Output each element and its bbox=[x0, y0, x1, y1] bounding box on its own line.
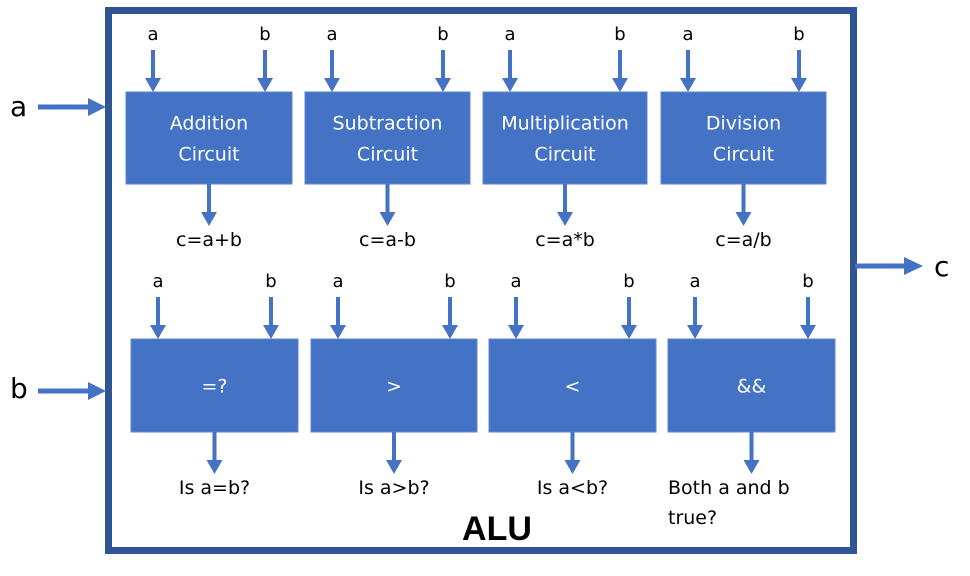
unit-less-box bbox=[488, 338, 657, 433]
unit-division-input-a-arrow-head bbox=[680, 78, 696, 92]
unit-greater-input-b-label: b bbox=[444, 271, 455, 292]
unit-addition-input-b-label: b bbox=[259, 24, 270, 45]
unit-subtraction-input-a-arrow-head bbox=[324, 78, 340, 92]
unit-division-box-label: Division bbox=[706, 113, 781, 135]
unit-less-input-a-label: a bbox=[510, 271, 521, 292]
unit-subtraction-output-label: c=a-b bbox=[359, 229, 416, 251]
unit-addition-box bbox=[125, 91, 293, 185]
external-output-c-arrow-head bbox=[904, 257, 923, 275]
unit-and-box-label: && bbox=[737, 376, 767, 398]
external-output-c-label: c bbox=[934, 250, 949, 283]
unit-greater-output-label: Is a>b? bbox=[358, 477, 429, 499]
unit-addition-input-a-label: a bbox=[147, 24, 158, 45]
unit-subtraction-box bbox=[304, 91, 471, 185]
unit-less: a b < Is a<b? bbox=[488, 271, 657, 499]
unit-equal-input-a-arrow-head bbox=[150, 325, 166, 339]
unit-equal-output-arrow-head bbox=[206, 460, 223, 474]
unit-and-input-b-arrow-head bbox=[800, 325, 816, 339]
unit-addition-input-a-arrow-head bbox=[145, 78, 161, 92]
unit-and-input-a-label: a bbox=[689, 271, 700, 292]
external-input-a: a bbox=[10, 90, 106, 123]
unit-equal-input-b-arrow-head bbox=[263, 325, 279, 339]
unit-subtraction-input-a-label: a bbox=[326, 24, 337, 45]
unit-multiplication-box-label: Multiplication bbox=[501, 113, 629, 135]
unit-division-input-a-label: a bbox=[682, 24, 693, 45]
unit-and-box bbox=[667, 338, 836, 433]
unit-greater: a b > Is a>b? bbox=[310, 271, 478, 499]
unit-subtraction-output-arrow-head bbox=[379, 212, 396, 226]
unit-multiplication-input-b-arrow-head bbox=[612, 78, 628, 92]
unit-subtraction-box-label: Subtraction bbox=[333, 113, 443, 135]
unit-equal-box bbox=[130, 338, 299, 433]
unit-multiplication-input-a-label: a bbox=[504, 24, 515, 45]
unit-equal-output-label: Is a=b? bbox=[179, 477, 250, 499]
external-output-c: c bbox=[855, 250, 949, 283]
unit-equal-input-b-label: b bbox=[265, 271, 276, 292]
alu-border bbox=[105, 7, 857, 554]
unit-and-output-label: true? bbox=[668, 507, 717, 529]
unit-division-box bbox=[660, 91, 827, 185]
unit-addition-input-b-arrow-head bbox=[257, 78, 273, 92]
external-input-b-label: b bbox=[10, 372, 28, 405]
unit-and-input-a-arrow-head bbox=[687, 325, 703, 339]
unit-multiplication-input-b-label: b bbox=[614, 24, 625, 45]
unit-multiplication-output-arrow-head bbox=[557, 212, 573, 226]
unit-addition-box-label: Addition bbox=[170, 113, 248, 135]
unit-equal: a b =? Is a=b? bbox=[130, 271, 299, 499]
unit-greater-input-a-arrow-head bbox=[330, 325, 346, 339]
unit-addition-box-label: Circuit bbox=[178, 144, 239, 166]
unit-greater-input-a-label: a bbox=[332, 271, 343, 292]
unit-division-output-label: c=a/b bbox=[715, 229, 771, 251]
unit-multiplication-output-label: c=a*b bbox=[535, 229, 595, 251]
unit-greater-input-b-arrow-head bbox=[442, 325, 458, 339]
unit-multiplication-box-label: Circuit bbox=[534, 144, 595, 166]
external-input-b-arrow-head bbox=[88, 382, 106, 400]
unit-greater-box-label: > bbox=[386, 376, 402, 398]
unit-division-input-b-arrow-head bbox=[791, 78, 807, 92]
unit-less-input-a-arrow-head bbox=[508, 325, 524, 339]
unit-division-input-b-label: b bbox=[793, 24, 804, 45]
unit-equal-box-label: =? bbox=[201, 376, 227, 398]
unit-multiplication-box bbox=[482, 91, 648, 185]
unit-subtraction-input-b-arrow-head bbox=[435, 78, 451, 92]
external-input-a-arrow-head bbox=[88, 98, 106, 116]
unit-less-input-b-arrow-head bbox=[621, 325, 637, 339]
unit-and-output-label: Both a and b bbox=[668, 477, 790, 499]
unit-subtraction-input-b-label: b bbox=[437, 24, 448, 45]
unit-and: a b && Both a and b true? bbox=[667, 271, 836, 529]
external-input-b: b bbox=[10, 372, 106, 405]
unit-less-output-label: Is a<b? bbox=[537, 477, 608, 499]
unit-and-input-b-label: b bbox=[802, 271, 813, 292]
unit-division-box-label: Circuit bbox=[713, 144, 774, 166]
unit-addition-output-label: c=a+b bbox=[176, 229, 242, 251]
unit-equal-input-a-label: a bbox=[152, 271, 163, 292]
unit-and-output-arrow-head bbox=[743, 460, 760, 474]
unit-addition-output-arrow-head bbox=[201, 212, 217, 226]
unit-division-output-arrow-head bbox=[735, 212, 752, 226]
unit-less-input-b-label: b bbox=[623, 271, 634, 292]
unit-greater-box bbox=[310, 338, 478, 433]
unit-less-output-arrow-head bbox=[564, 460, 581, 474]
unit-less-box-label: < bbox=[565, 376, 581, 398]
unit-subtraction-box-label: Circuit bbox=[357, 144, 418, 166]
external-input-a-label: a bbox=[10, 90, 27, 123]
unit-multiplication-input-a-arrow-head bbox=[502, 78, 518, 92]
alu-title: ALU bbox=[462, 510, 532, 548]
unit-greater-output-arrow-head bbox=[386, 460, 402, 474]
